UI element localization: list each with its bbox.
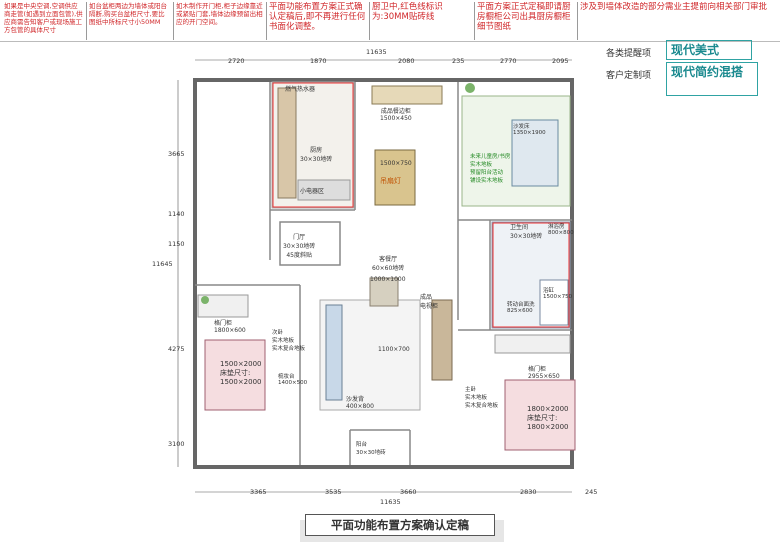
coffee-table <box>369 277 399 307</box>
dim-left-total: 11645 <box>152 260 173 268</box>
label-left-bed: 1500×2000 床垫尺寸: 1500×2000 <box>220 360 262 386</box>
note-wall-approval: 涉及到墙体改造的部分需业主提前向相关部门审批 <box>580 2 768 12</box>
dining-sideboard <box>371 85 443 105</box>
dim-bottom-0: 3365 <box>250 488 267 496</box>
dim-top-5: 2095 <box>552 57 569 65</box>
label-table: 1500×750 <box>380 160 412 167</box>
dim-bottom-4: 245 <box>585 488 598 496</box>
label-hall: 门厅 30×30地砖 45度斜贴 <box>283 234 316 259</box>
dining-table <box>374 149 416 206</box>
label-living: 客餐厅 60×60地砖 <box>372 256 405 272</box>
label-gas-heater: 燃气热水器 <box>285 86 316 93</box>
label-left-floor: 次卧 实木地板 实木复合地板 <box>272 330 306 352</box>
label-washer: 转动台面洗 825×600 <box>507 302 535 314</box>
dim-top-4: 2770 <box>500 57 517 65</box>
label-kitchen: 厨房 30×30地砖 <box>300 147 333 163</box>
legend-custom-label: 客户定制项 <box>606 71 652 81</box>
right-bed <box>504 379 576 451</box>
label-coffee: 1000×1000 <box>370 276 406 283</box>
tv-cabinet <box>431 299 453 381</box>
label-dining: 成品餐边柜 1500×450 <box>380 108 412 122</box>
legend-remind-label: 各类提醒项 <box>606 49 652 59</box>
label-lamp: 吊扇灯 <box>380 177 401 185</box>
dim-bottom-total: 11635 <box>380 498 401 506</box>
dim-left-3: 4275 <box>168 345 185 353</box>
note-tile-line: 厨卫中,红色线标识为:30MM贴砖线 <box>372 2 443 22</box>
dim-top-2: 2080 <box>398 57 415 65</box>
right-wardrobe <box>494 334 571 354</box>
label-right-floor: 主卧 实木地板 实木复合地板 <box>465 387 499 409</box>
label-sofa-bed: 沙发床 1350×1900 <box>513 124 546 136</box>
label-left-wardrobe: 格门柜 1800×600 <box>214 320 246 334</box>
legend-remind-value: 现代美式 <box>666 40 752 60</box>
living-sofa <box>325 304 343 401</box>
dim-bottom-1: 3535 <box>325 488 342 496</box>
plant-icon <box>465 83 475 93</box>
label-right-bed: 1800×2000 床垫尺寸: 1800×2000 <box>527 405 569 431</box>
sofa-bed <box>511 119 559 187</box>
label-right-wardrobe: 格门柜 2955×650 <box>528 366 560 380</box>
dim-left-2: 1150 <box>168 240 185 248</box>
dim-left-0: 3665 <box>168 150 185 158</box>
dim-left-1: 1140 <box>168 210 185 218</box>
left-wardrobe <box>197 294 249 318</box>
left-bed <box>204 339 266 411</box>
dim-bottom-2: 3660 <box>400 488 417 496</box>
label-tub: 浴缸 1500×750 <box>543 288 573 300</box>
note-plan-final: 平面功能布置方案正式确认定稿后,即不再进行任何书面化调整。 <box>269 2 366 32</box>
legend-custom-value: 现代简约混搭 <box>666 62 758 96</box>
label-rug: 1100×700 <box>378 346 410 353</box>
note-basin: 如台盆柜两边为墙体或阳台隔断,购买台盆柜尺寸,要比图纸中所标尺寸小50MM <box>89 2 167 26</box>
dim-top-0: 2720 <box>228 57 245 65</box>
page-title: 平面功能布置方案确认定稿 <box>305 514 495 536</box>
dim-top-total: 11635 <box>366 48 387 56</box>
dim-top-1: 1870 <box>310 57 327 65</box>
dim-top-3: 235 <box>452 57 465 65</box>
label-balcony: 未来儿童房/书房 实木地板 预留阳台活动 铺设实木地板 <box>470 154 511 184</box>
note-cabinet-door: 如木制作开门柜,柜子边缘靠近或紧贴门套,墙体边缘预留出相应的开门空间。 <box>176 2 263 26</box>
label-balcony2: 阳台 30×30地砖 <box>356 442 386 456</box>
label-sofa: 沙发背 400×800 <box>346 396 374 410</box>
dim-left-4: 3100 <box>168 440 185 448</box>
note-aircon: 如果是中央空调,空调供应商走管(如遇到立面包管),供应商需告知客户或现场施工方包… <box>4 2 83 34</box>
label-bath: 卫生间 30×30地砖 <box>510 224 543 240</box>
label-mini-pantry: 小电器区 <box>300 188 325 195</box>
label-tv: 成品 电视柜 <box>420 294 439 310</box>
bathtub <box>539 279 569 326</box>
label-makeup: 梳妆台 1400×500 <box>278 374 308 386</box>
note-cabinet-drawing: 平面方案正式定稿即请厨房橱柜公司出具厨房橱柜细节图纸 <box>477 2 571 32</box>
dim-bottom-3: 2830 <box>520 488 537 496</box>
label-shower: 淋浴房 800×800 <box>548 224 574 236</box>
